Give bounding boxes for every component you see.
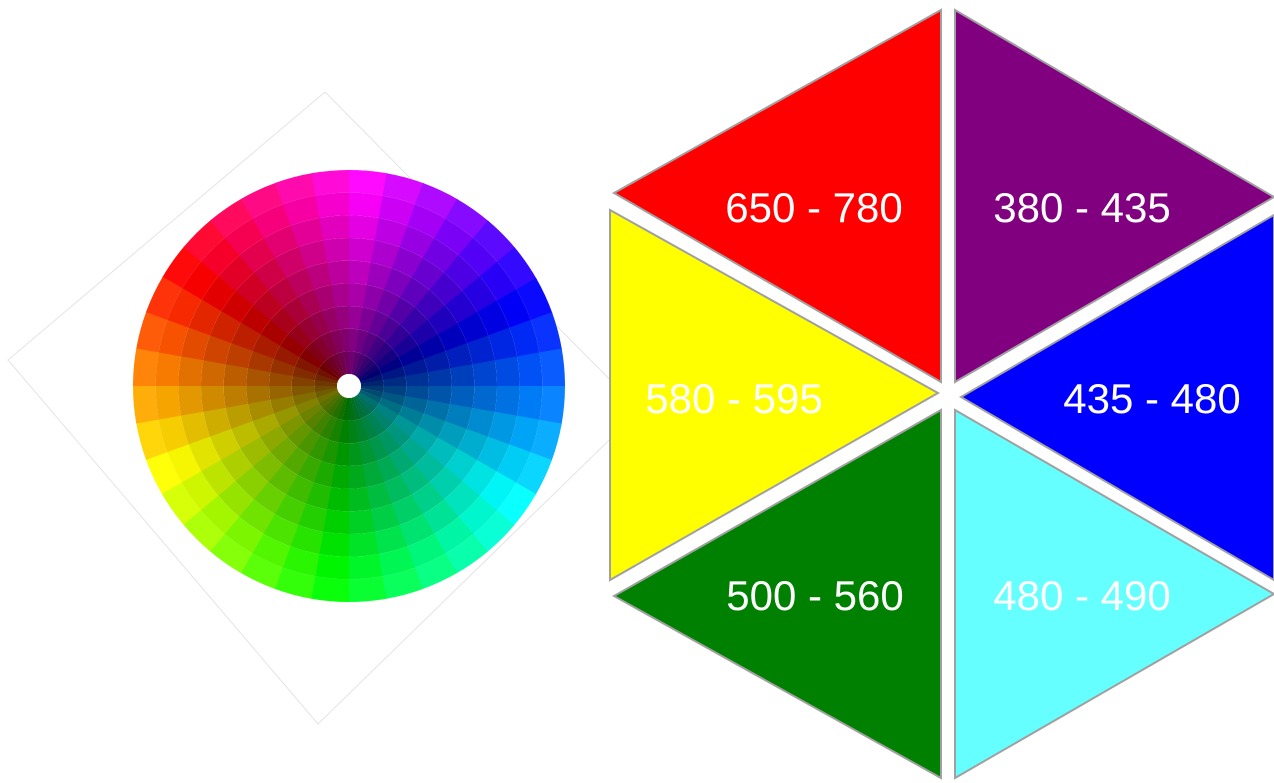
wheel-cell: [349, 215, 380, 240]
wheel-cell: [348, 509, 375, 534]
wheel-cell: [495, 356, 520, 387]
wheel-cell: [517, 352, 542, 387]
wheel-cell: [224, 385, 248, 408]
wheel-cell: [311, 170, 350, 196]
wheel-cell: [310, 576, 349, 602]
wheel-cell: [133, 384, 159, 423]
wheel-center-dot: [337, 374, 361, 398]
wheel-cell: [539, 386, 565, 425]
wheel-cell: [178, 355, 203, 386]
segment-blue-label: 435 - 480: [1063, 375, 1240, 422]
wheel-cell: [156, 385, 181, 420]
wheel-cell: [539, 348, 565, 387]
wheel-cell: [327, 261, 350, 285]
wheel-cell: [323, 238, 350, 263]
segment-cyan-label: 480 - 490: [993, 572, 1170, 619]
segment-green-label: 500 - 560: [726, 572, 903, 619]
wheel-cell: [318, 532, 349, 557]
wheel-cell: [133, 347, 159, 386]
wheel-cell: [201, 385, 226, 412]
wheel-cell: [450, 364, 474, 387]
wheel-cell: [315, 193, 350, 218]
wheel-cell: [156, 351, 181, 386]
color-wheel: [133, 170, 565, 602]
wheel-cell: [472, 360, 497, 387]
wheel-cell: [348, 487, 371, 511]
wheel-cell: [319, 215, 350, 240]
wheel-cell: [495, 386, 520, 417]
hexagon-diagram: 650 - 780 380 - 435 580 - 595 435 - 480 …: [610, 10, 1274, 778]
wheel-cell: [349, 170, 388, 196]
segment-purple-label: 380 - 435: [993, 184, 1170, 231]
wheel-cell: [517, 386, 542, 421]
wheel-cell: [178, 385, 203, 416]
wheel-cell: [348, 532, 379, 557]
segment-red-label: 650 - 780: [725, 184, 902, 231]
wheel-cell: [349, 193, 384, 218]
wheel-cell: [314, 554, 349, 579]
wheel-cell: [347, 576, 386, 602]
wheel-cell: [348, 554, 383, 579]
segment-yellow-label: 580 - 595: [645, 375, 822, 422]
